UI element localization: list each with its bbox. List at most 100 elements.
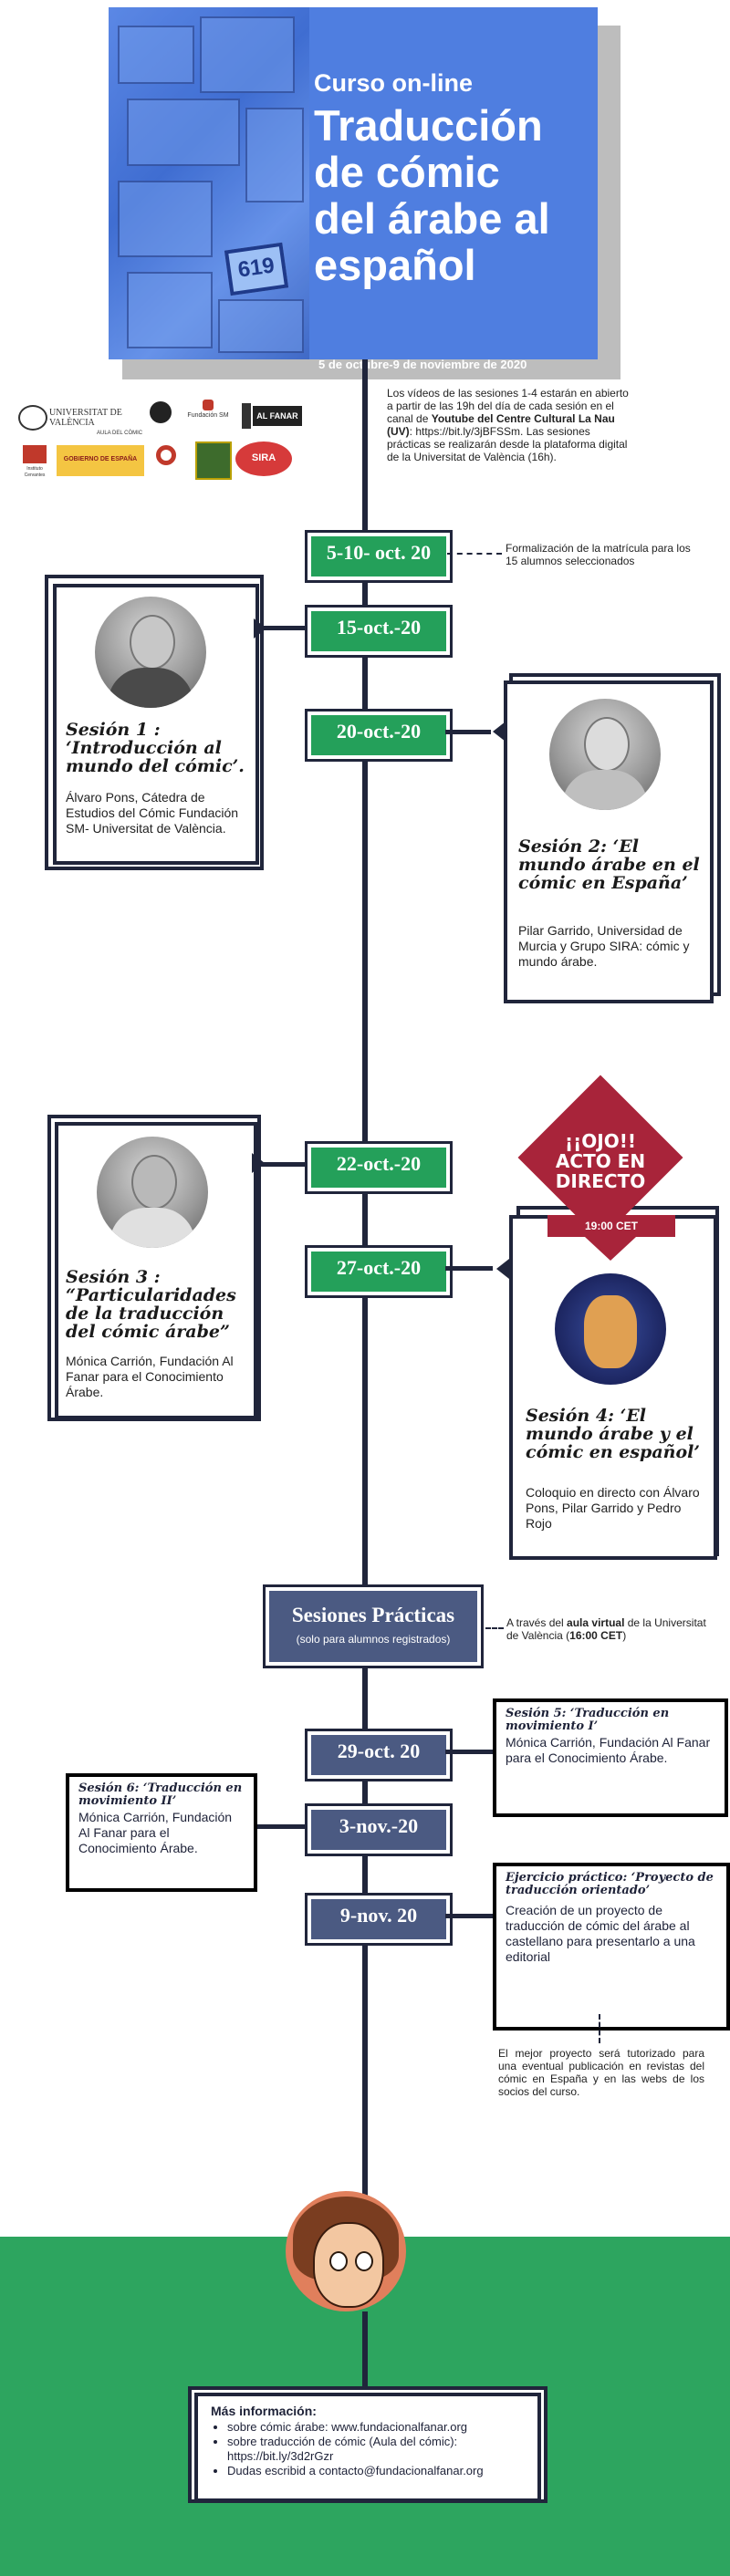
partner-logos: UNIVERSITAT DE VALÈNCIA AULA DEL CÒMIC F… [16, 398, 308, 483]
session-title: Sesión 3 : “Particularidades de la tradu… [66, 1267, 236, 1342]
practical-box-title: Ejercicio práctico: ‘Proyecto de traducc… [506, 1871, 714, 1897]
event-poster [555, 1273, 666, 1385]
ministerio-logo: GOBIERNO DE ESPAÑA [57, 445, 144, 476]
practical-note-bold: aula virtual [567, 1616, 625, 1629]
connector-line [257, 1162, 305, 1167]
fundacion-sm-logo [146, 401, 175, 425]
date-box: 9-nov. 20 [305, 1893, 453, 1946]
info-box: Más información: sobre cómic árabe: www.… [194, 2393, 541, 2502]
speaker-photo [95, 597, 206, 708]
card-pointer [252, 1153, 265, 1173]
session-6-box: Sesión 6: ‘Traducción en movimiento II’ … [66, 1773, 257, 1892]
connector-line [445, 1750, 493, 1754]
speaker-photo [97, 1137, 208, 1248]
date-box: 22-oct.-20 [305, 1141, 453, 1194]
info-item: sobre traducción de cómic (Aula del cómi… [227, 2435, 525, 2464]
connector-line [230, 1824, 305, 1829]
title-line: de cómic [314, 148, 500, 196]
live-badge-line: ACTO EN [555, 1150, 646, 1172]
connector-line [445, 1266, 493, 1271]
connector-dash [447, 553, 502, 555]
ministerio-text: GOBIERNO DE ESPAÑA [63, 456, 138, 462]
practical-title: Sesiones Prácticas [291, 1604, 455, 1626]
practical-sessions-header: Sesiones Prácticas (solo para alumnos re… [263, 1584, 484, 1668]
cervantes-text: Instituto Cervantes [24, 466, 46, 478]
avatar-stem [362, 2311, 368, 2388]
date-box: 29-oct. 20 [305, 1729, 453, 1781]
green-seal-logo [195, 441, 232, 480]
session-desc: Álvaro Pons, Cátedra de Estudios del Cóm… [66, 790, 239, 836]
date-box: 3-nov.-20 [305, 1803, 453, 1856]
live-badge-pointer [585, 1237, 636, 1261]
practical-box-desc: Mónica Carrión, Fundación Al Fanar para … [78, 1810, 233, 1855]
practical-box-title: Sesión 6: ‘Traducción en movimiento II’ [78, 1781, 243, 1808]
uv-logo: UNIVERSITAT DE VALÈNCIA AULA DEL CÒMIC [18, 405, 146, 436]
intro-note-text: Los vídeos de las sesiones 1-4 estarán e… [387, 387, 629, 425]
date-box: 27-oct.-20 [305, 1245, 453, 1298]
uv-logo-sub: AULA DEL CÒMIC [97, 431, 143, 436]
live-badge-text: ¡¡OJO!! ACTO EN DIRECTO [524, 1131, 677, 1191]
session-desc: Pilar Garrido, Universidad de Murcia y G… [518, 923, 690, 969]
title-line: del árabe al [314, 194, 550, 243]
session-2-card: Sesión 2: ‘El mundo árabe en el cómic en… [504, 680, 714, 1003]
alfanar-text: AL FANAR [253, 406, 302, 426]
info-title: Más información: [211, 2404, 317, 2418]
practical-box-desc: Mónica Carrión, Fundación Al Fanar para … [506, 1735, 711, 1765]
speaker-photo [549, 699, 661, 810]
session-title: Sesión 1 : ‘Introducción al mundo del có… [66, 720, 245, 776]
live-badge-time: 19:00 CET [548, 1215, 675, 1237]
enrolment-note: Formalización de la matrícula para los 1… [506, 542, 691, 567]
date-box: 5-10- oct. 20 [305, 530, 453, 583]
connector-line [262, 626, 306, 630]
title-line: español [314, 241, 476, 289]
practical-note-bold: 16:00 CET [569, 1629, 623, 1642]
header-kicker: Curso on-line [314, 69, 473, 97]
cervantes-logo: Instituto Cervantes [18, 445, 51, 478]
timeline-spine [362, 359, 368, 2375]
intro-note-text2: : https://bit.ly/3jBFSSm. Las sesiones p… [387, 425, 628, 463]
info-item: Dudas escribid a contacto@fundacionalfan… [227, 2464, 525, 2478]
session-title: Sesión 2: ‘El mundo árabe en el cómic en… [518, 836, 700, 893]
intro-note: Los vídeos de las sesiones 1-4 estarán e… [387, 387, 631, 463]
info-list: sobre cómic árabe: www.fundacionalfanar.… [211, 2420, 525, 2478]
card-pointer [493, 722, 506, 742]
header-title: Traducción de cómic del árabe al español [314, 102, 588, 288]
fundacion-sm-text: Fundación SM [187, 412, 229, 419]
avatar [286, 2191, 406, 2311]
sira-text: SIRA [251, 452, 276, 463]
session-desc: Mónica Carrión, Fundación Al Fanar para … [66, 1354, 234, 1399]
sira-logo: SIRA [235, 441, 292, 476]
practical-box-title: Sesión 5: ‘Traducción en movimiento I’ [506, 1707, 670, 1733]
title-line: Traducción [314, 101, 543, 150]
connector-dash [599, 2014, 600, 2043]
session-3-card: Sesión 3 : “Particularidades de la tradu… [55, 1122, 257, 1419]
exercise-note: El mejor proyecto será tutorizado para u… [498, 2047, 704, 2098]
connector-dash [485, 1627, 504, 1629]
card-pointer [254, 618, 266, 639]
red-c-logo [153, 445, 179, 467]
connector-line [445, 730, 491, 734]
uv-logo-text: UNIVERSITAT DE VALÈNCIA [48, 408, 122, 428]
comic-collage [109, 7, 309, 359]
session-5-box: Sesión 5: ‘Traducción en movimiento I’ M… [493, 1698, 728, 1817]
session-1-card: Sesión 1 : ‘Introducción al mundo del có… [53, 584, 259, 865]
practical-note: A través del aula virtual de la Universi… [506, 1616, 707, 1642]
info-item: sobre cómic árabe: www.fundacionalfanar.… [227, 2420, 525, 2435]
practical-box-desc: Creación de un proyecto de traducción de… [506, 1903, 695, 1964]
fundacion-sm-uv-logo: Fundación SM [181, 400, 235, 419]
exercise-box: Ejercicio práctico: ‘Proyecto de traducc… [493, 1863, 730, 2031]
session-desc: Coloquio en directo con Álvaro Pons, Pil… [526, 1485, 700, 1531]
date-box: 20-oct.-20 [305, 709, 453, 762]
comic-sign: 619 [224, 242, 289, 296]
session-4-card: Sesión 4: ‘El mundo árabe y el cómic en … [509, 1215, 717, 1560]
practical-note-text: A través del [506, 1616, 568, 1629]
practical-note-text: ) [622, 1629, 627, 1642]
header-banner: 619 Curso on-line Traducción de cómic de… [109, 7, 598, 359]
live-badge-line: DIRECTO [555, 1170, 646, 1192]
course-dates: 5 de octubre-9 de noviembre de 2020 [318, 358, 527, 371]
session-title: Sesión 4: ‘El mundo árabe y el cómic en … [526, 1406, 700, 1462]
date-box: 15-oct.-20 [305, 605, 453, 658]
practical-note-text: de la Universitat de València ( [506, 1616, 706, 1642]
practical-subtitle: (solo para alumnos registrados) [296, 1633, 451, 1646]
alfanar-logo: AL FANAR [235, 403, 308, 429]
